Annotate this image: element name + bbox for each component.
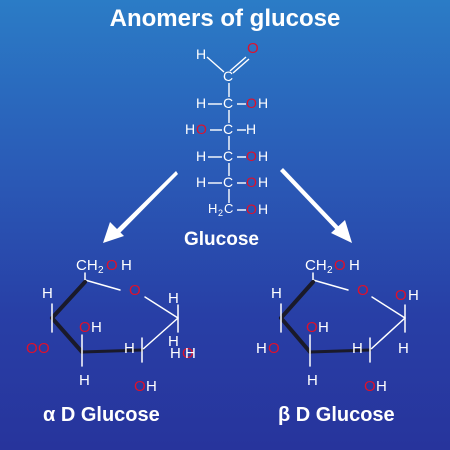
alpha-atom: O [129,282,141,299]
beta-atom: O [395,287,407,304]
alpha-atom: H [168,290,179,307]
beta-atom: O [306,319,318,336]
alpha-atom: H [168,333,179,350]
alpha-atom-extra: H [79,372,90,389]
alpha-atom: O [38,340,50,357]
alpha-atom: O [182,345,194,362]
alpha-atom: H [185,345,196,362]
arrow-to-beta [280,168,352,243]
alpha-atom: H [91,319,102,336]
chain-atom: O [247,40,259,57]
chain-atom: H [185,121,196,137]
chain-atom: H [208,201,218,216]
chain-atom: O [246,95,257,111]
chain-atom: H [258,201,269,217]
alpha-ring [50,272,179,367]
beta-atom: H [349,257,360,274]
chain-atom: C [223,148,234,164]
chain-atom: H [258,95,269,111]
chain-atom: 2 [218,208,224,218]
open-chain-bonds [206,56,250,211]
chain-atom: H [196,148,207,164]
chain-atom: O [196,121,207,137]
beta-atom: H [256,340,267,357]
beta-atom: O [357,282,369,299]
chain-atom: H [196,95,207,111]
diagram-title: Anomers of glucose [109,5,341,32]
beta-atom: O [334,257,346,274]
alpha-atom-extra: H [146,378,157,395]
alpha-atom: H [170,345,181,362]
alpha-atom-extra: O [134,378,146,395]
beta-atom-extra: H [307,372,318,389]
glucose-label: Glucose [184,229,259,250]
chain-atom: O [246,148,257,164]
chain-atom: C [223,68,234,84]
beta-atom: O [364,378,376,395]
alpha-atom: O [26,340,38,357]
beta-atom: H [376,378,387,395]
beta-atom: H [271,285,282,302]
chain-atom: C [223,95,234,111]
chain-atom: H [258,174,269,190]
alpha-atom: H [121,257,132,274]
chain-atom: H [246,121,257,137]
chain-atom: C [223,121,234,137]
beta-atom: 2 [327,265,333,276]
beta-atom: H [408,287,419,304]
alpha-d-glucose-label: α D Glucose [43,404,160,426]
beta-ring [279,272,406,367]
alpha-atom: H [42,285,53,302]
chain-atom: C [224,201,234,216]
beta-atom: O [268,340,280,357]
alpha-atom: CH [76,257,98,274]
arrow-to-alpha [103,171,178,243]
chain-atom: C [223,174,234,190]
beta-atom: CH [305,257,327,274]
alpha-atom: H [124,340,135,357]
alpha-atom: O [79,319,91,336]
chain-atom: O [246,174,257,190]
beta-atom: H [398,340,409,357]
beta-atom: H [318,319,329,336]
alpha-atom: O [106,257,118,274]
alpha-atom: 2 [98,265,104,276]
chain-atom: H [196,174,207,190]
chain-atom: H [258,148,269,164]
beta-d-glucose-label: β D Glucose [278,404,395,426]
chain-atom: O [246,201,257,217]
beta-atom: H [352,340,363,357]
chain-atom: H [196,46,207,62]
